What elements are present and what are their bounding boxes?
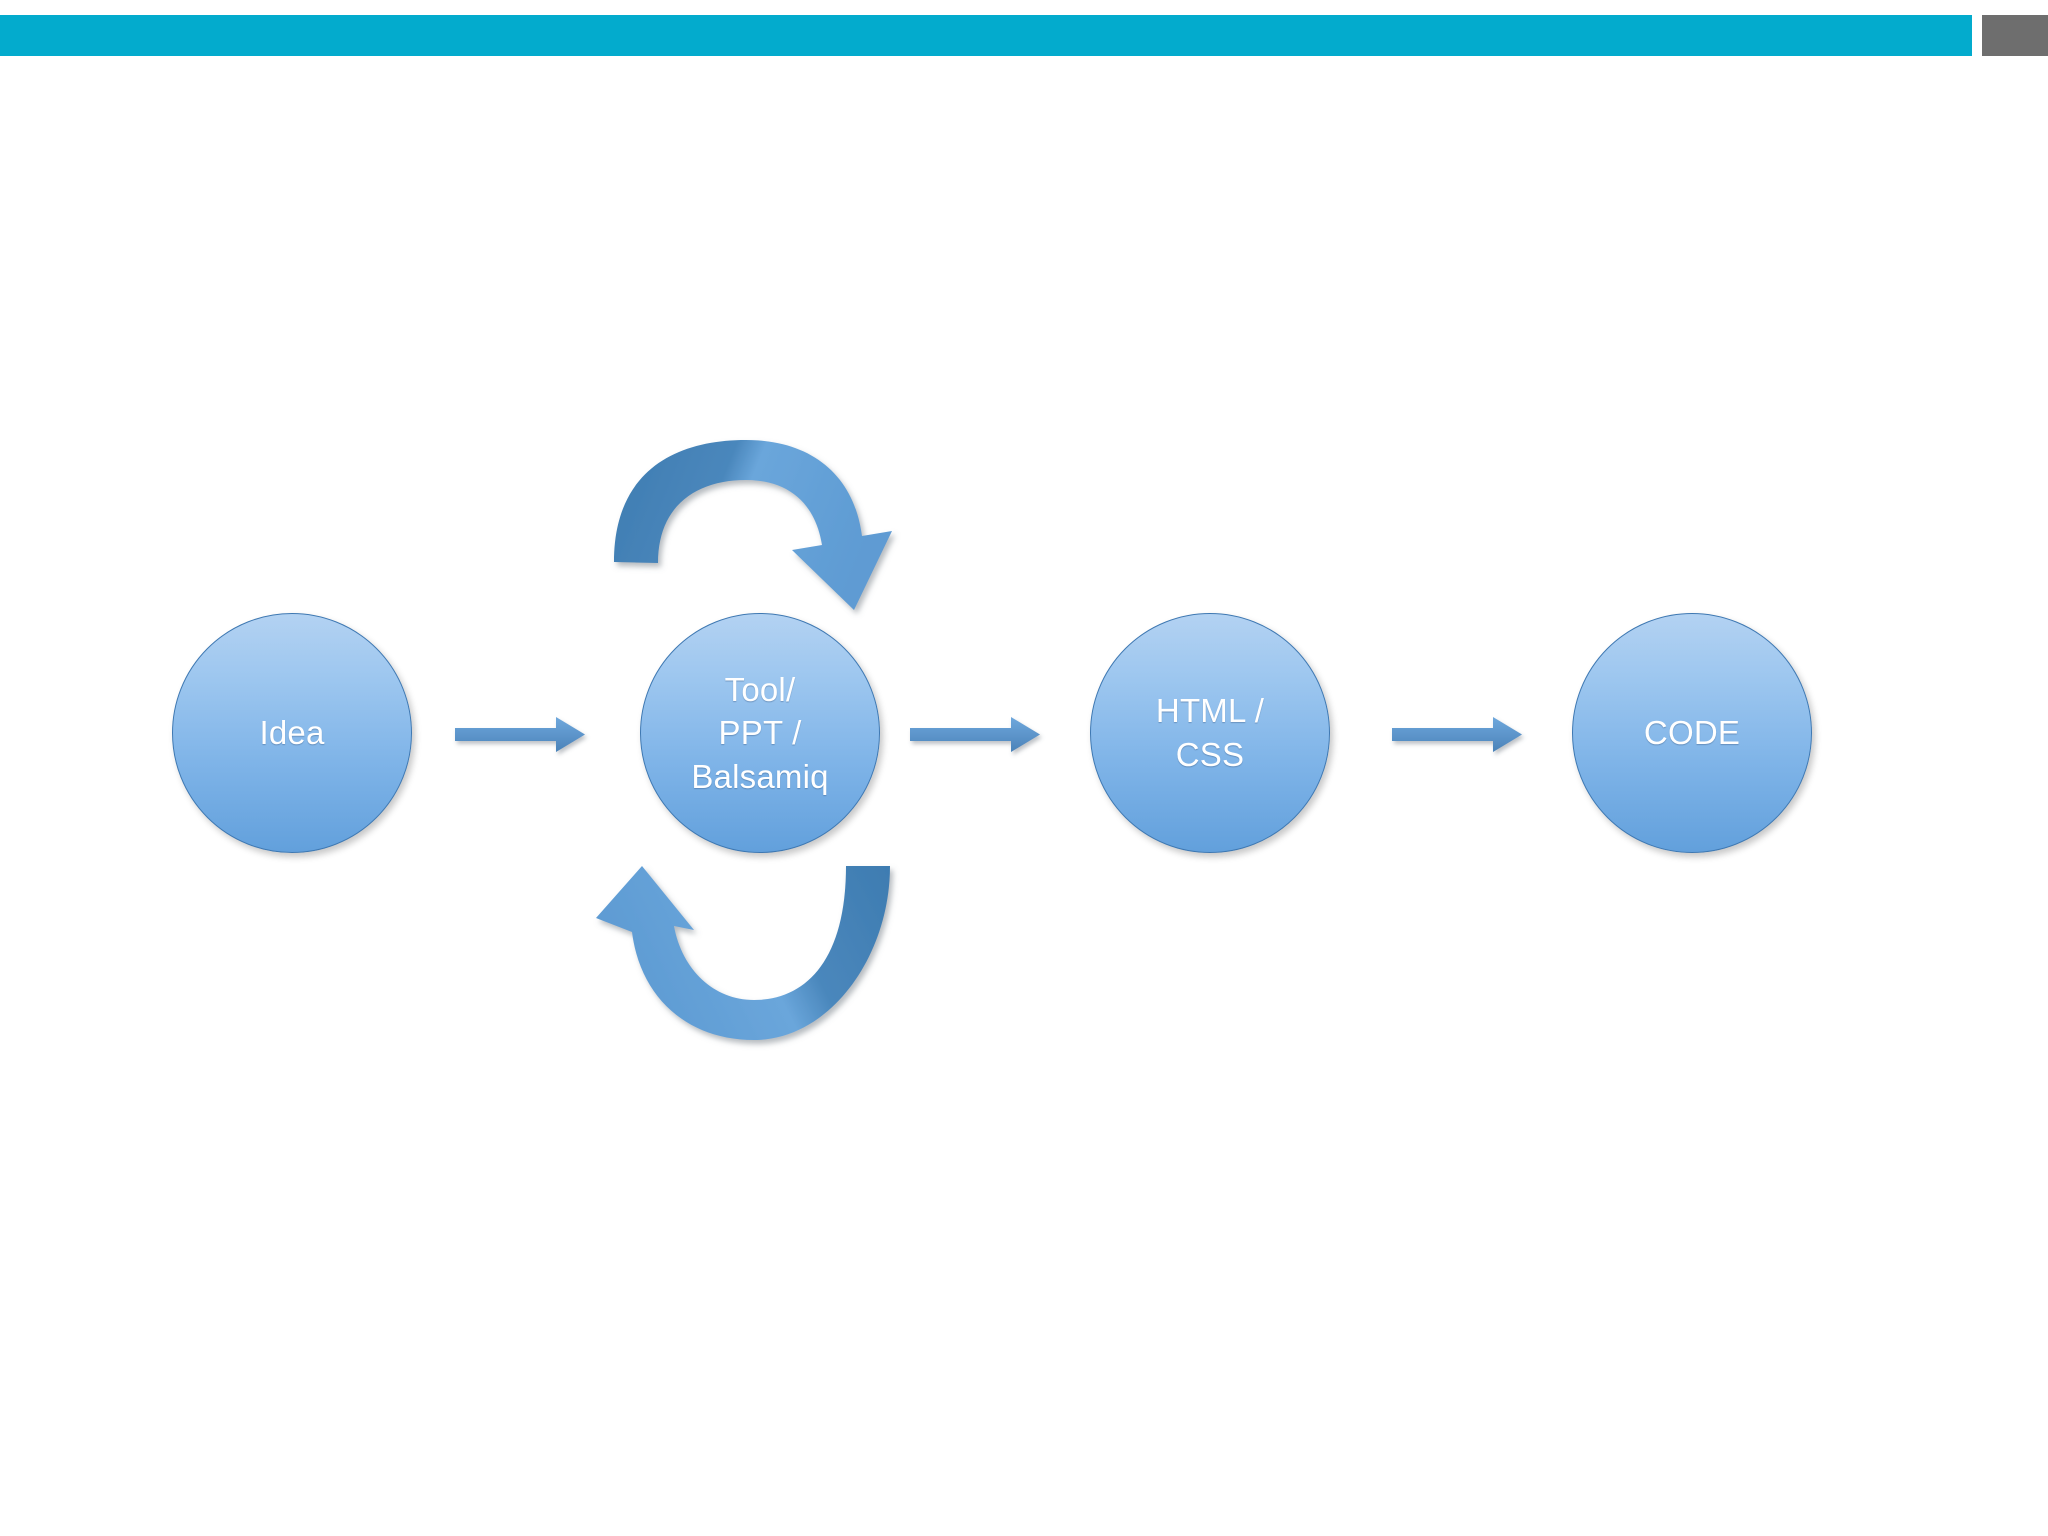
process-node-tool[interactable]: Tool/ PPT / Balsamiq	[640, 613, 880, 853]
process-node-code-label: CODE	[1643, 714, 1741, 752]
process-node-htmlcss-label: HTML / CSS	[1155, 692, 1265, 773]
connector-idea-to-tool	[455, 705, 605, 765]
top-decorative-band	[0, 15, 1972, 56]
top-band-accent-block	[1982, 15, 2048, 56]
process-node-code[interactable]: CODE	[1572, 613, 1812, 853]
connector-htmlcss-to-code	[1392, 705, 1542, 765]
connector-tool-to-htmlcss	[910, 705, 1060, 765]
process-node-htmlcss[interactable]: HTML / CSS	[1090, 613, 1330, 853]
process-node-idea-label: Idea	[259, 714, 325, 752]
feedback-arrow-top	[596, 432, 926, 642]
process-node-idea[interactable]: Idea	[172, 613, 412, 853]
feedback-arrow-bottom	[576, 848, 926, 1078]
process-node-tool-label: Tool/ PPT / Balsamiq	[691, 670, 829, 795]
